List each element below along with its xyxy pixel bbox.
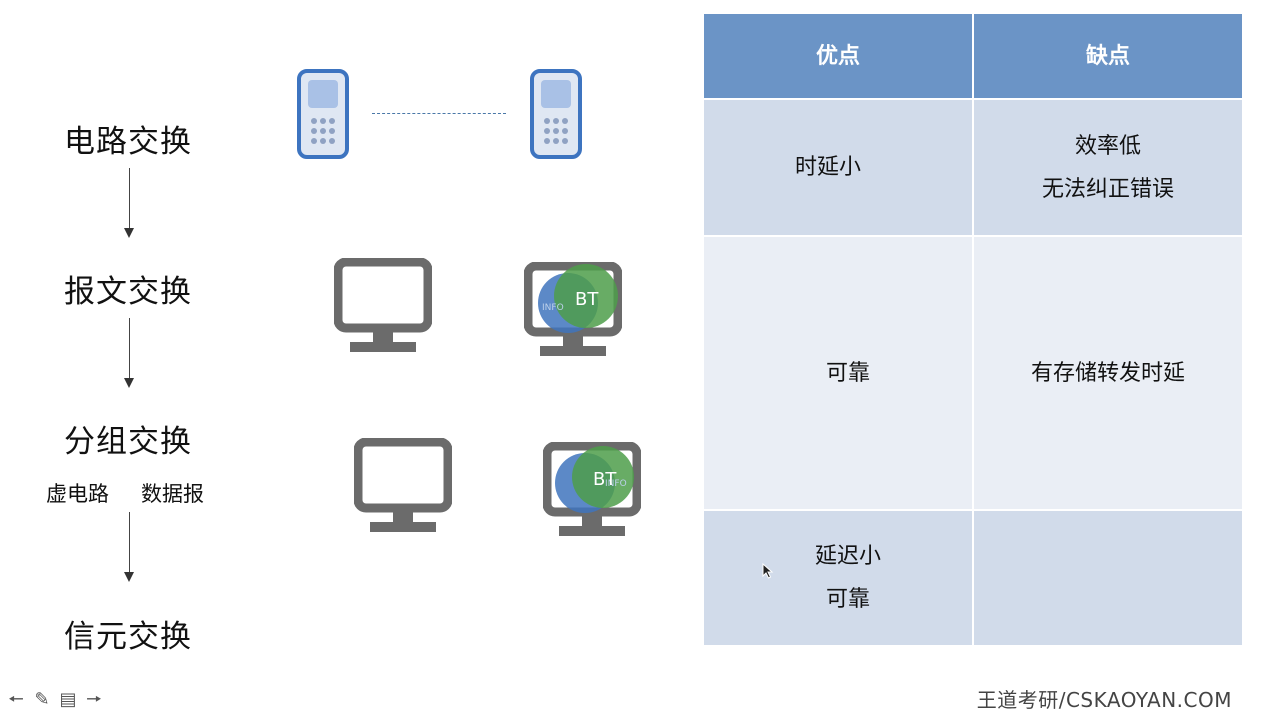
header-pros: 优点 bbox=[702, 12, 974, 100]
message-switching-label: 报文交换 bbox=[64, 274, 192, 310]
mouse-cursor-icon bbox=[762, 563, 774, 579]
circuit-switching-label: 电路交换 bbox=[64, 124, 192, 160]
cell-text: 可靠 bbox=[825, 587, 870, 612]
cell-switching-label: 信元交换 bbox=[64, 619, 192, 655]
table-row: 时延小 效率低 无法纠正错误 bbox=[702, 98, 1244, 237]
bt-badge-text-2: BT bbox=[593, 469, 617, 490]
monitor-icon-receiver-1: INFO BT bbox=[524, 262, 622, 356]
cell-text: 延迟小 bbox=[814, 544, 881, 569]
table-row: 可靠 有存储转发时延 bbox=[702, 235, 1244, 511]
virtual-circuit-label: 虚电路 bbox=[46, 482, 109, 506]
cell-cons-2: 有存储转发时延 bbox=[972, 235, 1244, 511]
menu-icon[interactable]: ▤ bbox=[59, 689, 77, 710]
datagram-label: 数据报 bbox=[141, 482, 204, 506]
cell-pros-2: 可靠 bbox=[702, 235, 974, 511]
slide-nav-toolbar: 🠔 ✎ ▤ 🠖 bbox=[4, 690, 106, 710]
table-row: 延迟小 可靠 bbox=[702, 509, 1244, 647]
cell-text: 有存储转发时延 bbox=[1030, 360, 1185, 386]
comparison-table: 优点 缺点 时延小 效率低 无法纠正错误 可靠 有存储转发时延 bbox=[702, 12, 1244, 647]
dashed-connection-line bbox=[372, 113, 506, 114]
cell-text: 时延小 bbox=[794, 155, 861, 180]
table-header-row: 优点 缺点 bbox=[702, 12, 1244, 100]
header-cons: 缺点 bbox=[972, 12, 1244, 100]
info-badge-text-1: INFO bbox=[542, 303, 564, 313]
pen-icon[interactable]: ✎ bbox=[34, 689, 50, 710]
monitor-icon-sender-2 bbox=[354, 438, 452, 532]
phone-icon-left bbox=[297, 69, 349, 159]
monitor-icon-sender-1 bbox=[334, 258, 432, 352]
next-arrow-icon[interactable]: 🠖 bbox=[86, 689, 102, 710]
cell-pros-3: 延迟小 可靠 bbox=[702, 509, 974, 647]
bt-badge-text-1: BT bbox=[575, 289, 599, 310]
cell-cons-1: 效率低 无法纠正错误 bbox=[972, 98, 1244, 237]
cell-text: 效率低 bbox=[1074, 133, 1141, 159]
phone-icon-right bbox=[530, 69, 582, 159]
watermark: 王道考研/CSKAOYAN.COM bbox=[976, 688, 1232, 712]
monitor-icon-receiver-2: INFO BT bbox=[543, 442, 641, 536]
cell-text: 无法纠正错误 bbox=[1041, 176, 1174, 202]
prev-arrow-icon[interactable]: 🠔 bbox=[8, 689, 24, 710]
cell-pros-1: 时延小 bbox=[702, 98, 974, 237]
cell-text: 可靠 bbox=[825, 360, 870, 386]
info-badge-text-2: INFO bbox=[605, 479, 627, 489]
cell-cons-3 bbox=[972, 509, 1244, 647]
packet-switching-label: 分组交换 bbox=[64, 424, 192, 460]
